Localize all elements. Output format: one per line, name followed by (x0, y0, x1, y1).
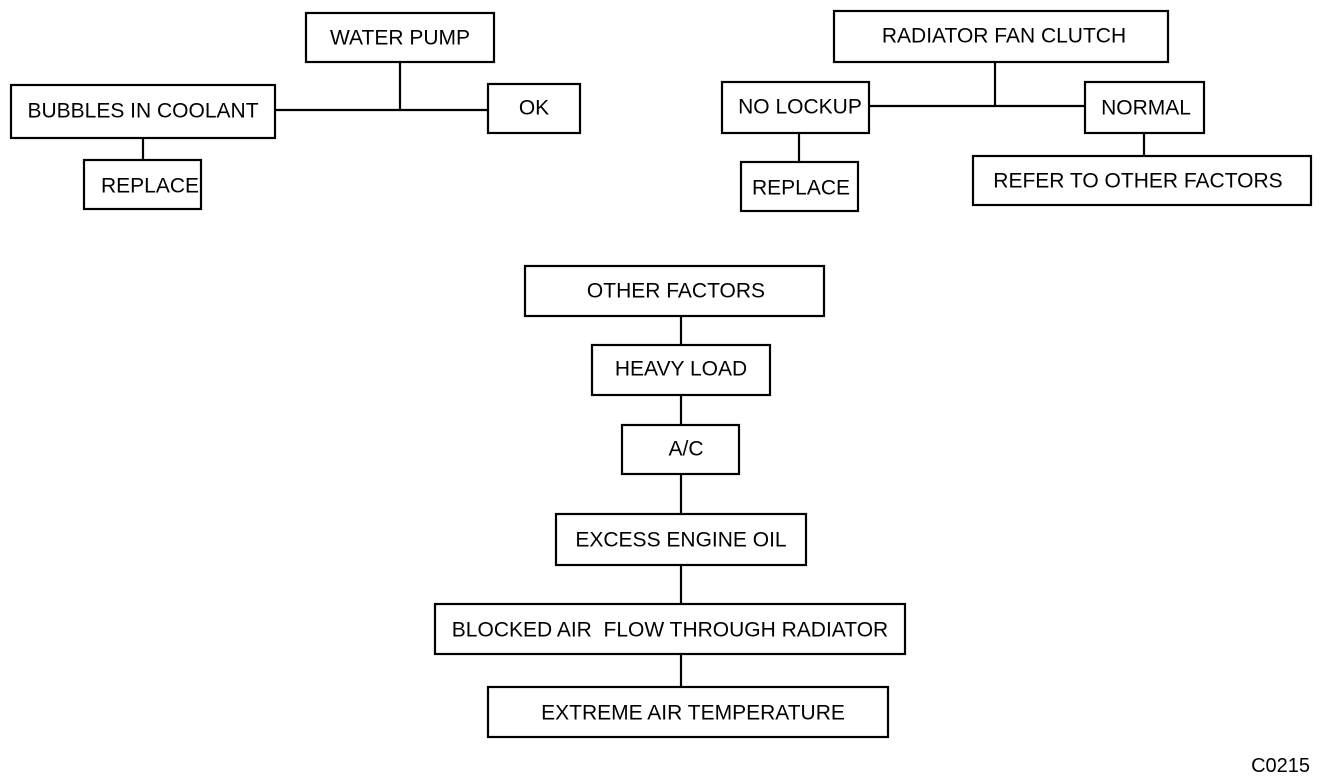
box-water-pump: WATER PUMP (304, 11, 496, 64)
label-water-pump: WATER PUMP (330, 27, 470, 50)
box-no-lockup: NO LOCKUP (720, 80, 871, 135)
box-refer-to-other-factors: REFER TO OTHER FACTORS (971, 154, 1313, 207)
label-replace-right: REPLACE (752, 177, 850, 200)
box-extreme-air-temperature: EXTREME AIR TEMPERATURE (486, 685, 890, 739)
box-heavy-load: HEAVY LOAD (590, 343, 772, 397)
label-replace-left: REPLACE (101, 175, 199, 198)
label-bubbles-in-coolant: BUBBLES IN COOLANT (27, 100, 258, 123)
label-normal: NORMAL (1101, 97, 1191, 120)
label-no-lockup: NO LOCKUP (738, 96, 862, 119)
box-ac: A/C (620, 423, 741, 476)
label-radiator-fan-clutch: RADIATOR FAN CLUTCH (882, 25, 1126, 48)
box-bubbles-in-coolant: BUBBLES IN COOLANT (9, 83, 277, 140)
connectors-water-pump (141, 62, 488, 160)
box-radiator-fan-clutch: RADIATOR FAN CLUTCH (832, 9, 1170, 64)
label-refer-to-other-factors: REFER TO OTHER FACTORS (993, 170, 1282, 193)
box-blocked-air-flow: BLOCKED AIR FLOW THROUGH RADIATOR (433, 602, 907, 656)
box-ok: OK (486, 82, 582, 135)
box-replace-left: REPLACE (82, 158, 203, 211)
figure-id: C0215 (1251, 755, 1310, 777)
box-excess-engine-oil: EXCESS ENGINE OIL (554, 512, 808, 567)
label-ac: A/C (668, 438, 703, 461)
label-excess-engine-oil: EXCESS ENGINE OIL (575, 529, 786, 552)
connectors-fan-clutch (797, 62, 1146, 162)
box-replace-right: REPLACE (739, 160, 860, 213)
label-heavy-load: HEAVY LOAD (615, 358, 747, 381)
label-other-factors: OTHER FACTORS (587, 280, 765, 303)
box-normal: NORMAL (1083, 80, 1206, 135)
box-other-factors: OTHER FACTORS (523, 264, 826, 318)
label-ok: OK (519, 97, 549, 120)
label-extreme-air-temperature: EXTREME AIR TEMPERATURE (541, 702, 845, 725)
label-blocked-air-flow: BLOCKED AIR FLOW THROUGH RADIATOR (452, 619, 888, 642)
